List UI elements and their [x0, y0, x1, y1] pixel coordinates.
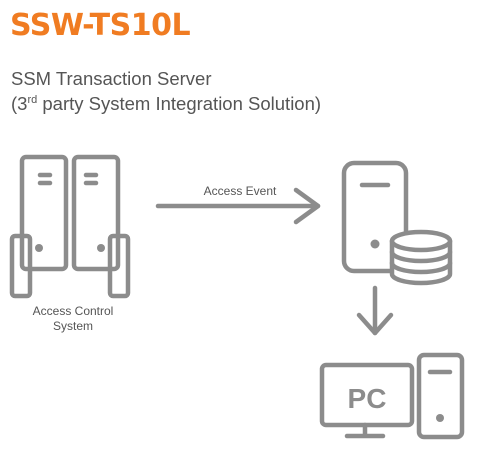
access-event-arrow: [155, 187, 321, 225]
pc-monitor-icon: [319, 362, 415, 439]
door-left-knob: [35, 244, 43, 252]
pc-label: PC: [348, 383, 387, 414]
access-event-label: Access Event: [204, 184, 277, 198]
product-title: SSW-TS10L: [10, 8, 191, 43]
subtitle-line-1: SSM Transaction Server: [11, 68, 212, 89]
access-control-label-line1: Access Control: [33, 304, 114, 318]
product-subtitle: SSM Transaction Server (3rd party System…: [11, 66, 321, 116]
access-control-door-icon: [9, 154, 131, 299]
subtitle-prefix: (3: [11, 93, 28, 114]
pc-tower-icon: [416, 352, 465, 440]
subtitle-suffix: party System Integration Solution): [37, 93, 322, 114]
down-arrow: [356, 285, 394, 336]
pc-tower-power-dot: [436, 414, 444, 422]
server-power-dot: [370, 239, 380, 249]
server-tower-icon: [341, 160, 409, 274]
door-right-knob: [97, 244, 105, 252]
access-control-label-line2: System: [53, 319, 93, 333]
database-icon: [389, 229, 453, 286]
subtitle-line-2: (3rd party System Integration Solution): [11, 91, 321, 116]
subtitle-superscript: rd: [27, 94, 38, 106]
